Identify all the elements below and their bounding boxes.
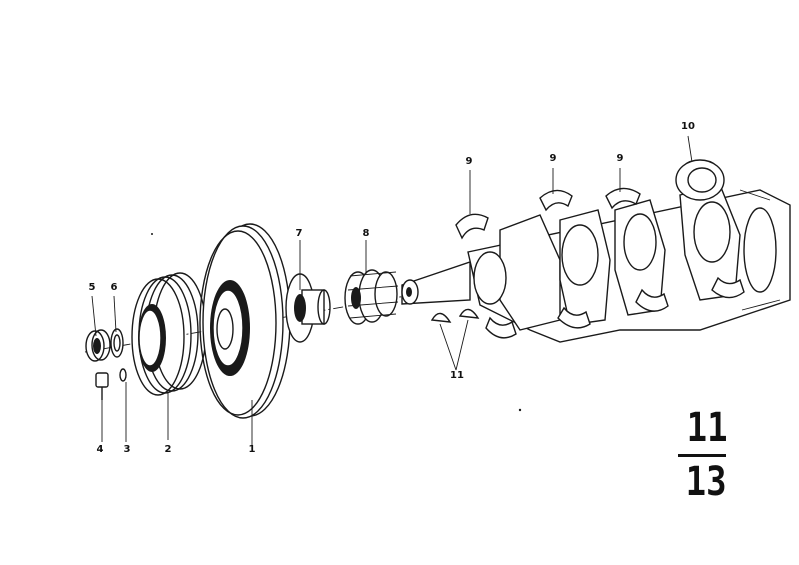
page-number-numerator: 11	[686, 405, 728, 451]
page-number-denominator: 13	[685, 459, 727, 505]
bearing-shells	[455, 187, 745, 339]
crankshaft	[401, 184, 791, 343]
callout-4: 4	[96, 444, 104, 455]
callout-8: 8	[362, 228, 370, 239]
callout-11: 11	[450, 370, 464, 381]
part-10-thrust-washer	[675, 159, 725, 201]
callout-9-right: 9	[616, 153, 624, 164]
part-4-bolt	[95, 372, 109, 400]
part-6-washer	[110, 328, 124, 358]
leader-lines	[91, 135, 693, 445]
page-number-divider	[678, 454, 726, 457]
callout-3: 3	[123, 444, 131, 455]
part-8-sprocket	[344, 269, 399, 325]
callout-5: 5	[88, 282, 96, 293]
callout-1: 1	[248, 444, 256, 455]
callout-2: 2	[164, 444, 172, 455]
part-11-woodruff-keys	[430, 308, 480, 323]
part-1-damper-disc	[199, 223, 291, 419]
part-3-lock-washer	[119, 368, 127, 382]
part-7-hub-flange	[285, 273, 331, 343]
part-2-pulley	[131, 272, 207, 396]
callout-10: 10	[681, 121, 695, 132]
callout-7: 7	[295, 228, 303, 239]
part-5-nut	[85, 329, 111, 362]
callout-9-left: 9	[465, 156, 473, 167]
callout-9-middle: 9	[549, 153, 557, 164]
callout-6: 6	[110, 282, 118, 293]
